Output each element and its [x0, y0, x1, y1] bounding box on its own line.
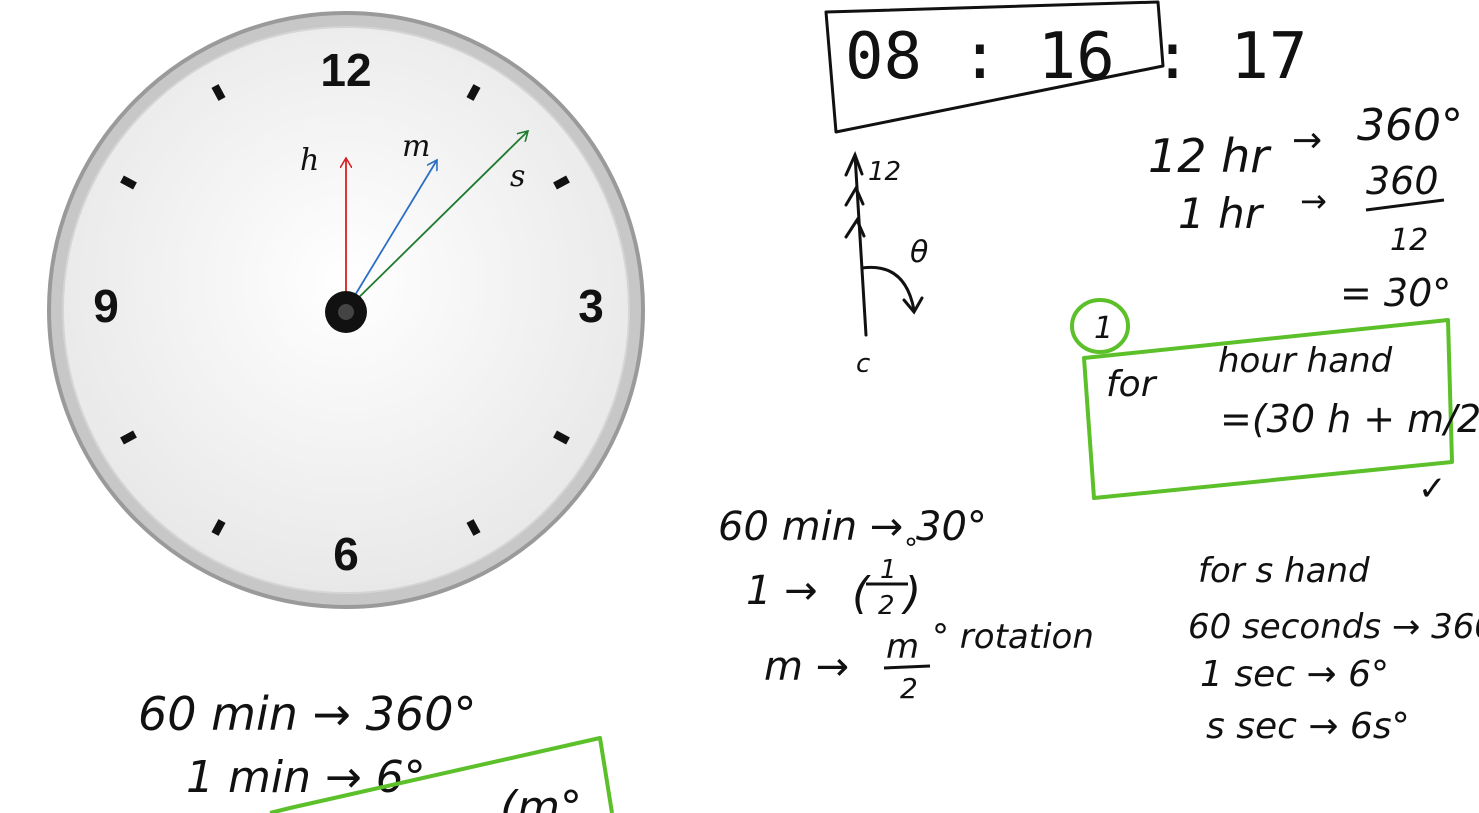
analog-clock: 12 3 6 9 h m s: [47, 11, 645, 609]
minute-to-hour-line3-frac-num: m: [886, 627, 919, 667]
minute-rule-box-border: [269, 736, 614, 813]
numeral-12: 12: [320, 44, 371, 96]
second-hand-rule-line1: 60 seconds → 360°: [1188, 607, 1479, 647]
tick-4: [553, 430, 570, 445]
reference-arrowhead-3: [844, 216, 866, 239]
hour-rule-arrow-1: →: [1292, 120, 1322, 161]
hour-rule-fraction-bar: [1365, 198, 1445, 212]
theta-label: θ: [910, 235, 928, 270]
hour-rule-result: = 30°: [1340, 271, 1451, 315]
theta-arc: [860, 265, 916, 312]
reference-arrowhead-1: [844, 151, 864, 177]
second-hand: [345, 131, 528, 311]
tick-11: [211, 84, 226, 101]
numeral-3: 3: [578, 280, 604, 332]
second-hand-rule: for s hand 60 seconds → 360° 1 sec → 6° …: [1188, 551, 1479, 747]
hour-rule-line1-left: 12 hr: [1148, 129, 1272, 183]
reference-line: [853, 153, 868, 337]
hour-hand-box: 1 for hour hand =(30 h + m/2) ✓: [1070, 298, 1479, 509]
minute-to-hour-line2-paren-right: ): [901, 568, 921, 619]
second-hand-rule-title: for s hand: [1198, 551, 1370, 591]
hour-hand-box-check: ✓: [1418, 469, 1447, 509]
minute-hand: [345, 160, 437, 311]
reference-arrowhead-2: [844, 184, 865, 207]
hour-rule-line1-right: 360°: [1357, 100, 1463, 151]
clock-ticks: [120, 84, 570, 536]
minute-rule-line2: 1 min → 6°: [186, 752, 426, 803]
tick-7: [211, 519, 226, 536]
second-hand-label: s: [510, 159, 525, 194]
angle-diagram: [844, 151, 924, 337]
numeral-6: 6: [333, 528, 359, 580]
minute-hand-label: m: [402, 129, 430, 164]
minute-to-hour-line2-left: 1 →: [746, 568, 818, 614]
minute-to-hour-line3-right: ° rotation: [932, 617, 1094, 657]
second-hand-rule-line3: s sec → 6s°: [1206, 706, 1410, 747]
minute-to-hour-line3-frac-bar: [883, 664, 931, 670]
hour-rule-arrow-2: →: [1300, 182, 1327, 220]
minute-rule-line3-partial: (m°: [500, 782, 582, 813]
minute-rule: 60 min → 360° 1 min → 6° (m°: [138, 687, 614, 813]
hour-rule-line2-left: 1 hr: [1178, 189, 1265, 238]
minute-to-hour-line2-deg: °: [904, 532, 918, 565]
minute-to-hour-line2-paren-left: (: [852, 568, 871, 619]
hour-hand-box-formula: =(30 h + m/2): [1220, 397, 1479, 441]
minute-to-hour-rule: 60 min → 30° 1 → 1 2 ( ) ° m → m 2 ° rot…: [718, 504, 1094, 705]
hour-hand-box-title-left: for: [1106, 364, 1158, 405]
clock-center-pin: [338, 304, 354, 320]
hour-hand-box-badge-number: 1: [1094, 311, 1113, 346]
tick-8: [120, 430, 137, 445]
minute-to-hour-line2-frac-den: 2: [878, 591, 895, 621]
minute-to-hour-line3-left: m →: [764, 644, 849, 690]
digital-time: 08 : 16 : 17: [845, 20, 1307, 94]
minute-to-hour-line1: 60 min → 30°: [718, 504, 987, 550]
tick-2: [553, 175, 570, 190]
theta-arc-arrowhead: [902, 296, 924, 315]
hour-hand-box-title-right: hour hand: [1218, 341, 1393, 381]
minute-to-hour-line2-frac-num: 1: [880, 555, 897, 585]
hour-rule: 12 hr → 360° 1 hr → 360 12 = 30°: [1148, 100, 1463, 315]
hour-hand-label: h: [300, 143, 319, 178]
tick-1: [466, 84, 481, 101]
hour-rule-fraction-num: 360: [1366, 159, 1439, 203]
angle-top-label: 12: [868, 157, 901, 187]
minute-to-hour-line3-frac-den: 2: [900, 672, 918, 705]
tick-10: [120, 175, 137, 190]
hour-hand-box-border: [1082, 318, 1454, 500]
digital-time-border: [824, 0, 1165, 134]
hour-hand-box-badge: [1070, 298, 1130, 354]
numeral-9: 9: [93, 280, 119, 332]
minute-rule-line1: 60 min → 360°: [138, 687, 477, 741]
tick-5: [466, 519, 481, 536]
digital-time-box: 08 : 16 : 17: [824, 0, 1307, 134]
hour-rule-fraction-den: 12: [1390, 223, 1428, 258]
angle-bottom-label: c: [856, 349, 870, 379]
second-hand-rule-line2: 1 sec → 6°: [1200, 654, 1389, 695]
